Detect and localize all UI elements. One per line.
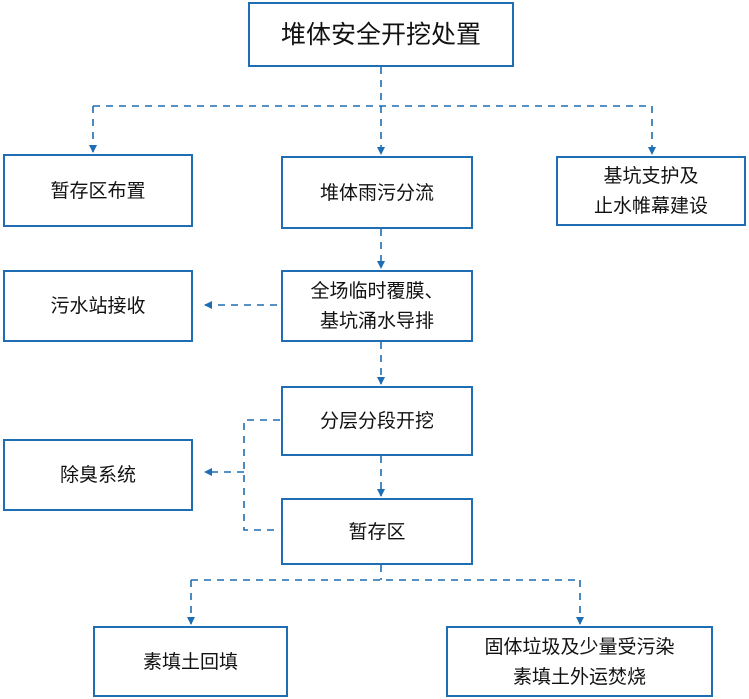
node-layered-excavation-text: 分层分段开挖 [319, 410, 434, 432]
node-storage-layout-text: 暂存区布置 [50, 179, 146, 202]
node-film-drainage-label: 全场临时覆膜、 基坑涌水导排 [310, 276, 443, 336]
node-backfill-text: 素填土回填 [142, 650, 238, 673]
node-waste-disposal-label: 固体垃圾及少量受污染 素填土外运焚烧 [484, 632, 674, 692]
node-pit-support: 基坑支护及 止水帷幕建设 [556, 156, 746, 226]
node-storage-layout: 暂存区布置 [3, 154, 193, 227]
node-storage-area: 暂存区 [281, 498, 473, 565]
node-layered-excavation: 分层分段开挖 [281, 386, 473, 456]
connector-deodor-top [243, 419, 280, 531]
node-sewage-station-text: 污水站接收 [50, 295, 146, 317]
node-rain-diversion-text: 堆体雨污分流 [319, 181, 434, 204]
node-film-drainage-line2: 基坑涌水导排 [319, 310, 434, 332]
node-deodorization-text: 除臭系统 [59, 464, 136, 486]
node-backfill: 素填土回填 [93, 626, 288, 697]
node-rain-diversion: 堆体雨污分流 [281, 156, 473, 229]
node-waste-disposal-line1: 固体垃圾及少量受污染 [484, 635, 675, 658]
node-root: 堆体安全开挖处置 [248, 2, 514, 67]
node-film-drainage-line1: 全场临时覆膜、 [310, 280, 444, 302]
node-pit-support-line2: 止水帷幕建设 [593, 195, 708, 217]
node-deodorization: 除臭系统 [3, 439, 193, 511]
node-sewage-station: 污水站接收 [3, 270, 193, 342]
node-waste-disposal-line2: 素填土外运焚烧 [512, 665, 646, 688]
node-waste-disposal: 固体垃圾及少量受污染 素填土外运焚烧 [446, 626, 713, 697]
node-pit-support-line1: 基坑支护及 [603, 165, 699, 187]
node-pit-support-label: 基坑支护及 止水帷幕建设 [594, 161, 708, 221]
node-film-drainage: 全场临时覆膜、 基坑涌水导排 [281, 270, 473, 342]
node-root-text: 堆体安全开挖处置 [280, 19, 481, 49]
node-storage-area-text: 暂存区 [348, 520, 406, 543]
